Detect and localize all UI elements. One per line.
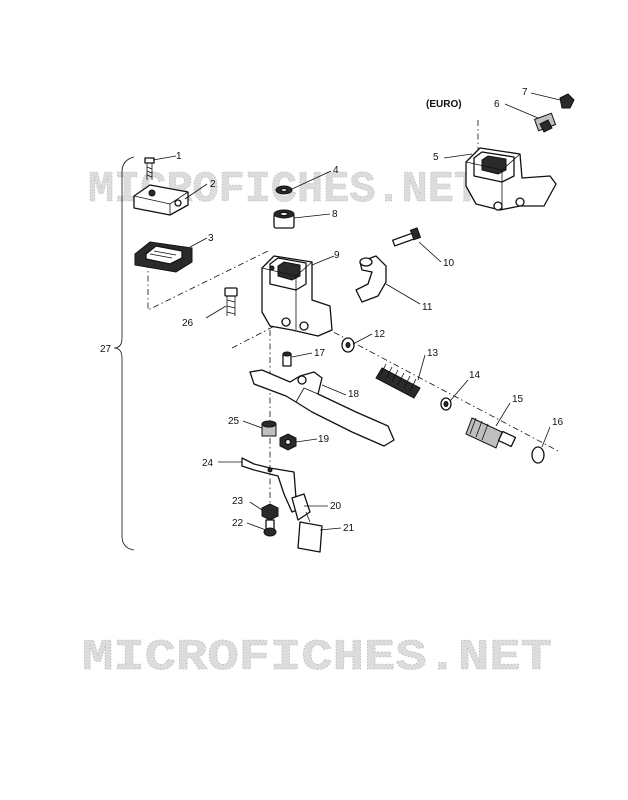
euro-variant-label: (EURO) bbox=[426, 99, 462, 110]
watermark-bottom: MICROFICHES.NET bbox=[82, 633, 552, 683]
part-cap-7 bbox=[559, 93, 575, 109]
callout-8: 8 bbox=[332, 209, 338, 220]
part-bolt-10 bbox=[392, 227, 422, 247]
callout-10: 10 bbox=[443, 258, 455, 269]
part-washer-14 bbox=[440, 397, 452, 411]
part-nut-23 bbox=[261, 503, 279, 521]
callout-24: 24 bbox=[202, 458, 214, 469]
callout-labels: 1 2 3 4 5 6 7 8 9 10 11 12 13 14 15 16 1… bbox=[176, 87, 564, 534]
part-plate-21 bbox=[297, 511, 323, 553]
part-seal-8 bbox=[273, 209, 295, 229]
part-washer-12 bbox=[341, 337, 355, 353]
part-switch-6 bbox=[533, 112, 557, 133]
part-diaphragm-3 bbox=[134, 241, 193, 273]
part-spring-13 bbox=[375, 363, 421, 399]
assembly-bracket bbox=[113, 156, 135, 551]
callout-9: 9 bbox=[334, 250, 340, 261]
part-screw-22 bbox=[263, 519, 277, 537]
part-brake-lever-18 bbox=[249, 369, 395, 447]
part-piston-15 bbox=[465, 417, 517, 449]
callout-6: 6 bbox=[494, 99, 500, 110]
part-reservoir-cover-2 bbox=[133, 184, 189, 216]
callout-26: 26 bbox=[182, 318, 194, 329]
part-clamp-11 bbox=[355, 255, 387, 303]
part-nut-19 bbox=[279, 433, 297, 451]
group-label-27: 27 bbox=[100, 344, 112, 355]
callout-13: 13 bbox=[427, 348, 439, 359]
part-washer-4 bbox=[275, 185, 293, 195]
callout-1: 1 bbox=[176, 151, 182, 162]
callout-23: 23 bbox=[232, 496, 244, 507]
callout-15: 15 bbox=[512, 394, 524, 405]
callout-21: 21 bbox=[343, 523, 355, 534]
part-bushing-17 bbox=[282, 351, 292, 367]
part-bolt-26 bbox=[224, 287, 238, 316]
part-oring-16 bbox=[531, 446, 545, 464]
guide-line-plunger bbox=[321, 325, 561, 453]
callout-14: 14 bbox=[469, 370, 481, 381]
callout-2: 2 bbox=[210, 179, 216, 190]
callout-19: 19 bbox=[318, 434, 330, 445]
callout-17: 17 bbox=[314, 348, 326, 359]
callout-22: 22 bbox=[232, 518, 244, 529]
callout-7: 7 bbox=[522, 87, 528, 98]
callout-20: 20 bbox=[330, 501, 342, 512]
callout-12: 12 bbox=[374, 329, 386, 340]
callout-5: 5 bbox=[433, 152, 439, 163]
callout-18: 18 bbox=[348, 389, 360, 400]
callout-leaders bbox=[152, 92, 561, 531]
callout-3: 3 bbox=[208, 233, 214, 244]
part-screw-1 bbox=[144, 157, 155, 180]
callout-4: 4 bbox=[333, 165, 339, 176]
guide-line-cover bbox=[147, 249, 271, 311]
part-spacer-25 bbox=[261, 420, 277, 437]
callout-16: 16 bbox=[552, 417, 564, 428]
callout-11: 11 bbox=[422, 302, 433, 313]
callout-25: 25 bbox=[228, 416, 240, 427]
part-switch-20 bbox=[291, 493, 311, 521]
part-master-cylinder-9 bbox=[261, 255, 333, 337]
euro-variant-assembly bbox=[465, 93, 575, 211]
